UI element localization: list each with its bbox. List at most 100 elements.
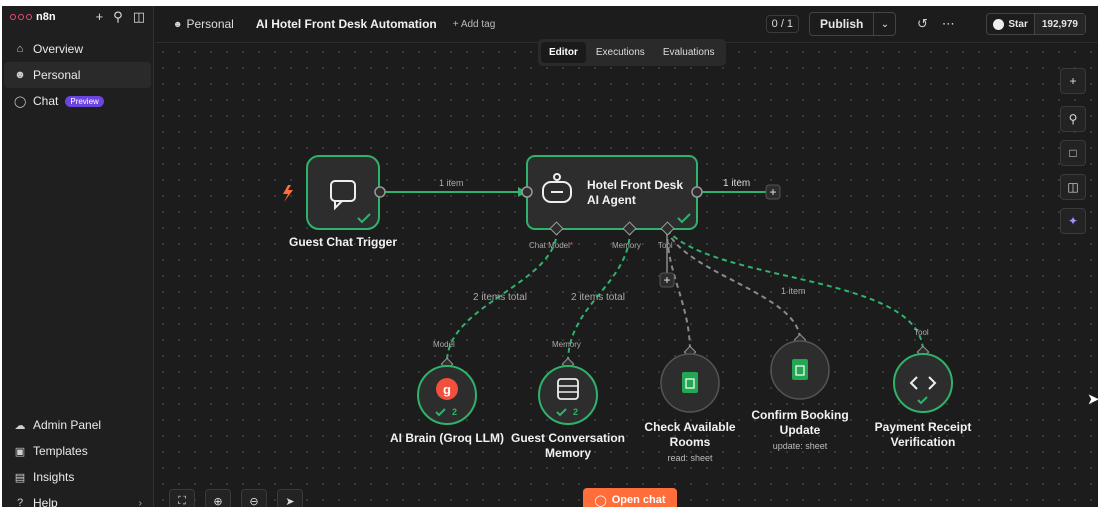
svg-text:g: g [443, 382, 451, 397]
sidebar-item-templates[interactable]: ▣ Templates [4, 438, 152, 464]
node-guest-chat-trigger[interactable] [306, 155, 386, 230]
edge-label-tool: 1 item [781, 286, 806, 296]
chevron-down-icon[interactable]: ⌄ [873, 13, 895, 35]
templates-icon: ▣ [14, 445, 26, 458]
workflow-title[interactable]: AI Hotel Front Desk Automation [255, 17, 437, 31]
zoom-in-button[interactable]: ⊕ [205, 489, 231, 507]
sidebar-item-label: Help [33, 496, 58, 507]
fit-view-icon: ⛶ [178, 494, 186, 507]
zoom-in-icon: ⊕ [213, 495, 223, 507]
payment-label-line2: Verification [890, 435, 956, 449]
open-chat-button[interactable]: ◯ Open chat [583, 488, 677, 507]
plus-icon[interactable]: + [95, 9, 104, 24]
mouse-cursor-icon: ➤ [1087, 391, 1098, 408]
sidebar-item-overview[interactable]: ⌂ Overview [4, 36, 151, 62]
n8n-logo-icon [10, 12, 32, 22]
note-icon: □ [1069, 146, 1077, 160]
view-tabs: Editor Executions Evaluations [538, 39, 726, 66]
sparkle-icon: ✦ [1067, 214, 1079, 228]
search-icon[interactable]: ⚲ [113, 9, 123, 24]
search-icon: ⚲ [1068, 112, 1078, 126]
check-label-line1: Check Available [644, 420, 736, 434]
publish-group: Publish ⌄ [809, 12, 897, 36]
breadcrumb[interactable]: ☻ Personal [173, 17, 234, 31]
node-payment-receipt-verification[interactable] [893, 345, 953, 413]
tidy-up-button[interactable]: ➤ [277, 489, 303, 507]
panel-icon: ◫ [1067, 180, 1079, 194]
n8n-logo[interactable]: n8n [10, 11, 56, 23]
sidebar: n8n + ⚲ ◫ ⌂ Overview ☻ Personal ◯ Chat P… [2, 6, 154, 507]
tab-editor[interactable]: Editor [541, 42, 586, 63]
chevron-right-icon: › [138, 497, 142, 507]
sidebar-item-insights[interactable]: ▤ Insights [4, 464, 152, 490]
trigger-label: Guest Chat Trigger [288, 235, 398, 249]
more-icon[interactable]: ⋯ [941, 16, 955, 31]
history-icon[interactable]: ↺ [916, 16, 928, 31]
publish-button[interactable]: Publish [820, 17, 864, 31]
port-model-in: Model [433, 340, 455, 349]
edge-memory[interactable] [567, 229, 631, 363]
check-label-line2: Rooms [669, 435, 711, 449]
version-counter: 0 / 1 [765, 15, 800, 33]
sidebar-item-label: Personal [33, 68, 81, 82]
edge-label-output: 1 item [723, 178, 751, 189]
edge-label-memory: 2 items total [571, 292, 625, 303]
sidebar-item-chat[interactable]: ◯ Chat Preview [4, 88, 151, 114]
payment-label-line1: Payment Receipt [874, 420, 972, 434]
sidebar-item-label: Chat [33, 94, 59, 108]
edge-tool-check[interactable] [666, 229, 691, 353]
user-icon: ☻ [173, 19, 183, 29]
node-hotel-front-desk-agent[interactable] [521, 155, 703, 236]
tab-executions[interactable]: Executions [595, 47, 645, 58]
svg-text:+: + [769, 185, 776, 199]
chart-icon: ▤ [14, 471, 26, 484]
ai-assistant-button[interactable]: ✦ [1060, 208, 1086, 234]
toggle-panel-button[interactable]: ◫ [1060, 174, 1086, 200]
edge-model[interactable] [446, 229, 558, 363]
sticky-note-button[interactable]: □ [1060, 140, 1086, 166]
github-star-button[interactable]: Star [987, 14, 1033, 34]
memory-label-line1: Guest Conversation [510, 431, 626, 445]
sidebar-item-help[interactable]: ? Help › [4, 490, 152, 507]
port-tool: Tool [658, 241, 673, 250]
edge-label-model: 2 items total [473, 292, 527, 303]
node-ai-brain[interactable]: g [417, 357, 477, 425]
cloud-icon: ☁ [14, 419, 26, 432]
add-tool-plus-icon[interactable]: + [659, 272, 675, 288]
panel-toggle-icon[interactable]: ◫ [132, 9, 145, 24]
node-check-available-rooms[interactable] [660, 345, 720, 413]
add-node-button[interactable]: + [1060, 68, 1086, 94]
port-tool-in: Tool [914, 328, 929, 337]
workflow-canvas[interactable]: Editor Executions Evaluations [155, 39, 1098, 507]
canvas-zoom-toolbar: ⛶ ⊕ ⊖ ➤ [169, 489, 303, 507]
check-subtitle: read: sheet [667, 453, 713, 463]
add-node-plus-icon[interactable]: + [765, 184, 781, 200]
github-star-widget[interactable]: Star 192,979 [986, 13, 1086, 35]
node-confirm-booking-update[interactable] [770, 333, 830, 400]
sidebar-item-label: Insights [33, 470, 75, 484]
confirm-label-line2: Update [779, 423, 821, 437]
zoom-out-icon: ⊖ [249, 495, 259, 507]
workflow-graph: + + g [283, 155, 953, 425]
lightning-icon [283, 185, 293, 202]
zoom-out-button[interactable]: ⊖ [241, 489, 267, 507]
sidebar-item-personal[interactable]: ☻ Personal [4, 62, 151, 88]
sidebar-item-admin-panel[interactable]: ☁ Admin Panel [4, 412, 152, 438]
fit-view-button[interactable]: ⛶ [169, 489, 195, 507]
github-star-label: Star [1008, 18, 1028, 30]
node-guest-conversation-memory[interactable] [538, 357, 598, 425]
agent-label-line1: Hotel Front Desk [587, 178, 684, 192]
edge-tool-confirm[interactable] [666, 229, 801, 341]
memory-run-count: 2 [573, 407, 579, 417]
edge-label-trigger: 1 item [439, 178, 464, 188]
port-memory: Memory [612, 241, 641, 250]
llm-run-count: 2 [452, 407, 458, 417]
edge-tool-payment[interactable] [666, 229, 924, 353]
search-nodes-button[interactable]: ⚲ [1060, 106, 1086, 132]
sidebar-bottom: ☁ Admin Panel ▣ Templates ▤ Insights ? H… [2, 412, 154, 507]
chat-icon: ◯ [594, 494, 607, 507]
tab-evaluations[interactable]: Evaluations [662, 47, 715, 58]
confirm-subtitle: update: sheet [772, 441, 828, 451]
help-icon: ? [16, 497, 24, 507]
add-tag-button[interactable]: + Add tag [452, 18, 496, 30]
